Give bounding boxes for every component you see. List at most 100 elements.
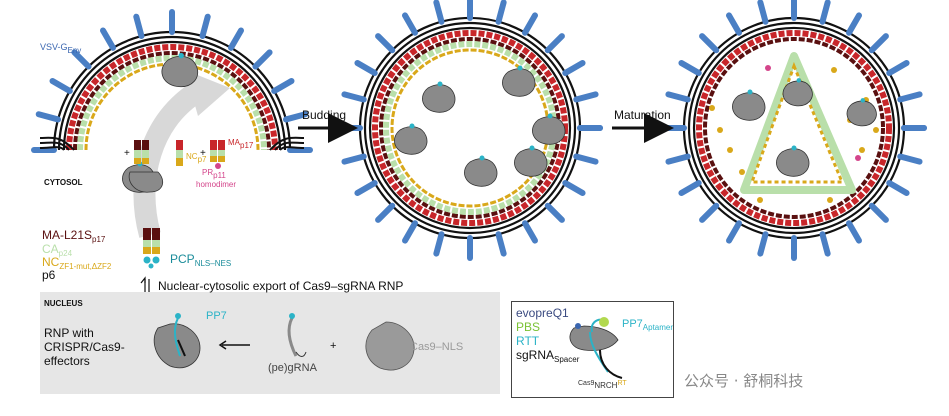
- nc-p7-label: NCp7: [186, 152, 207, 164]
- pr-p11-label: PRp11: [202, 168, 226, 180]
- vsvg-spike: [495, 0, 507, 25]
- p6-label: p6: [42, 268, 56, 282]
- legend-rtt: RTT: [516, 334, 540, 348]
- pegrna-shape: [287, 317, 298, 357]
- rnp-label: RNP with CRISPR/Cas9- effectors: [44, 326, 125, 368]
- vsvg-spike: [726, 12, 742, 36]
- cas9-rnp: [422, 84, 456, 113]
- vsvg-spike: [252, 49, 273, 70]
- cytosol-label: CYTOSOL: [44, 178, 83, 187]
- budding-particle: [31, 9, 313, 193]
- vsvg-spike: [897, 91, 923, 103]
- export-label: Nuclear-cytosolic export of Cas9–sgRNA R…: [158, 279, 404, 293]
- nucleus-region: [40, 292, 500, 394]
- ma-p17-label: MAp17: [228, 138, 254, 150]
- cas9-rnp: [514, 148, 548, 177]
- vsvg-spike: [562, 60, 586, 76]
- vsvg-spike: [699, 202, 720, 223]
- plus-2: +: [200, 148, 206, 159]
- vsvg-spike: [726, 220, 742, 244]
- cas9-nls-shape: [365, 321, 415, 371]
- vsvg-spike: [100, 27, 116, 51]
- vsvg-spike: [886, 60, 910, 76]
- budding-label: Budding: [302, 108, 347, 122]
- vsvg-spike: [133, 13, 145, 40]
- vsvg-spike: [897, 153, 923, 165]
- vsvg-spike: [35, 111, 62, 123]
- vsvg-spike: [375, 202, 396, 223]
- vsvg-spike: [544, 33, 565, 54]
- vsvg-spike: [665, 91, 691, 103]
- vsvg-spike: [199, 13, 211, 40]
- pegrna-label: (pe)gRNA: [268, 362, 317, 374]
- plus-1: +: [124, 148, 130, 159]
- vsvg-spike: [228, 27, 244, 51]
- pp7-label: PP7: [206, 310, 227, 322]
- cas9-rnp: [532, 116, 566, 145]
- vsvg-spike: [375, 33, 396, 54]
- vsvg-spike: [846, 220, 862, 244]
- vsvg-spike: [354, 60, 378, 76]
- vsvg-spike: [522, 220, 538, 244]
- vsvg-spike: [282, 111, 309, 123]
- homodimer-label: homodimer: [196, 180, 237, 189]
- mature-particle: [661, 0, 927, 261]
- export-curved-arrow: [133, 80, 207, 238]
- legend-evoprea: evopreQ1: [516, 306, 569, 320]
- vsvg-spike: [868, 33, 889, 54]
- vsvg-spike: [433, 0, 445, 25]
- legend-pp7-aptamer: PP7Aptamer: [622, 318, 674, 332]
- cas9-rnp: [161, 55, 199, 88]
- vsvg-spike: [341, 153, 367, 165]
- cas9-rnp: [464, 158, 498, 187]
- cas9-rnp: [732, 92, 766, 121]
- legend-cas9: Cas9NRCHRT: [578, 380, 627, 390]
- vsvg-spike: [846, 12, 862, 36]
- vsvg-spike: [757, 231, 769, 257]
- vsvg-spike: [544, 202, 565, 223]
- vsvg-spike: [402, 12, 418, 36]
- cas9-rnp: [782, 80, 813, 107]
- vsvg-spike: [522, 12, 538, 36]
- export-curved-arrow-head: [185, 70, 230, 116]
- vsvg-spike: [665, 153, 691, 165]
- vsvg-label: VSV-GEnv: [40, 42, 82, 55]
- plus-3: +: [330, 340, 337, 352]
- vsvg-spike: [573, 153, 599, 165]
- vsvg-spike: [354, 180, 378, 196]
- vsvg-spike: [678, 180, 702, 196]
- vsvg-spike: [71, 49, 92, 70]
- watermark: 公众号 · 舒桐科技: [684, 372, 804, 390]
- vsvg-spike: [868, 202, 889, 223]
- nc-zf-label: NCZF1-mut,ΔZF2: [42, 255, 112, 271]
- vsvg-spike: [562, 180, 586, 196]
- gag-components: [128, 140, 225, 193]
- cas9-rnp: [776, 148, 810, 177]
- construct-pcp: [143, 228, 160, 269]
- cas9-rnp: [394, 126, 428, 155]
- vsvg-spike: [819, 231, 831, 257]
- legend-pbs: PBS: [516, 320, 541, 334]
- maturation-label: Maturation: [614, 108, 671, 122]
- vsvg-spike: [433, 231, 445, 257]
- vsvg-spike: [678, 60, 702, 76]
- nucleus-label: NUCLEUS: [44, 299, 83, 308]
- rnp-grna: [173, 317, 181, 357]
- cas9-nls-label: Cas9–NLS: [410, 341, 464, 353]
- vsvg-spike: [341, 91, 367, 103]
- pcp-label: PCPNLS–NES: [170, 252, 232, 268]
- vsvg-spike: [757, 0, 769, 25]
- legend-sgrna: sgRNASpacer: [516, 348, 580, 364]
- cas9-rnp: [846, 100, 877, 127]
- cas9-rnp: [502, 68, 536, 97]
- ca-p24-label: CAp24: [42, 242, 73, 258]
- vsvg-spike: [886, 180, 910, 196]
- vsvg-spike: [819, 0, 831, 25]
- vsvg-spike: [402, 220, 418, 244]
- vsvg-spike: [699, 33, 720, 54]
- vsvg-spike: [573, 91, 599, 103]
- vsvg-spike: [271, 78, 295, 94]
